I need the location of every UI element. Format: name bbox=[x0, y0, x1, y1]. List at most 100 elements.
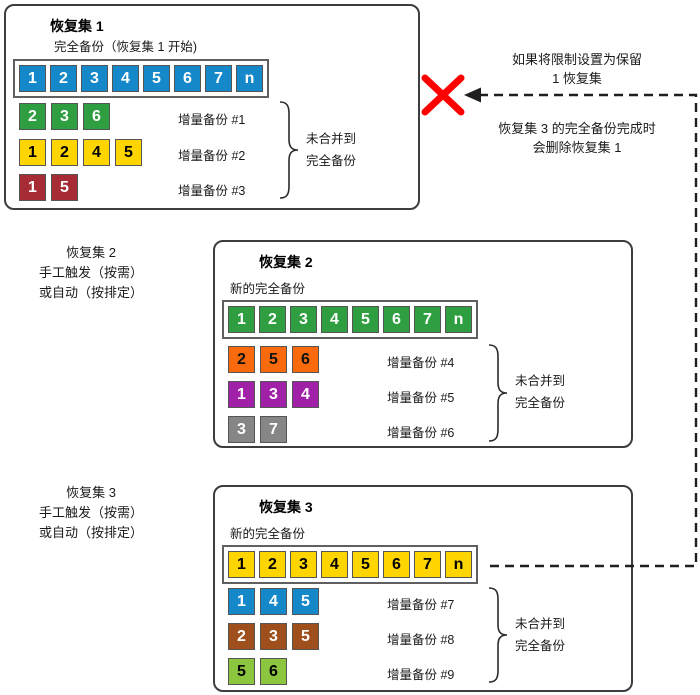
backup-block: 4 bbox=[260, 588, 287, 615]
incremental-row-7: 1 4 5 增量备份 #7 bbox=[228, 588, 621, 615]
incremental-blocks: 2 3 6 bbox=[19, 103, 110, 130]
incremental-row-3: 1 5 增量备份 #3 bbox=[19, 174, 408, 201]
deletion-note-line-1: 恢复集 3 的完全备份完成时 bbox=[498, 121, 656, 136]
retention-limit-line-2: 1 恢复集 bbox=[552, 71, 602, 86]
side-label-line: 手工触发（按需） bbox=[38, 265, 143, 280]
incremental-row-5: 1 3 4 增量备份 #5 bbox=[228, 381, 621, 408]
full-backup-row: 1 2 3 4 5 6 7 n bbox=[13, 59, 269, 98]
backup-block: 5 bbox=[143, 65, 170, 92]
backup-block: 1 bbox=[228, 306, 255, 333]
recovery-set-3-box: 恢复集 3 新的完全备份 1 2 3 4 5 6 7 n 1 4 5 增量备份 … bbox=[213, 485, 633, 692]
recovery-set-1-title: 恢复集 1 bbox=[50, 18, 104, 34]
recovery-set-2-title: 恢复集 2 bbox=[259, 254, 313, 270]
retention-limit-note: 如果将限制设置为保留 1 恢复集 bbox=[468, 50, 686, 88]
recovery-set-3-title: 恢复集 3 bbox=[259, 499, 313, 515]
incremental-row-6: 3 7 增量备份 #6 bbox=[228, 416, 621, 443]
recovery-set-2-box: 恢复集 2 新的完全备份 1 2 3 4 5 6 7 n 2 5 6 增量备份 … bbox=[213, 240, 633, 448]
backup-block: 7 bbox=[414, 306, 441, 333]
backup-block: 3 bbox=[290, 306, 317, 333]
backup-block: 4 bbox=[292, 381, 319, 408]
red-x-icon bbox=[421, 74, 465, 116]
incremental-blocks: 1 2 4 5 bbox=[19, 139, 142, 166]
incremental-row-1: 2 3 6 增量备份 #1 bbox=[19, 103, 408, 130]
full-backup-row: 1 2 3 4 5 6 7 n bbox=[222, 545, 478, 584]
backup-block: 1 bbox=[228, 588, 255, 615]
backup-block: 1 bbox=[19, 174, 46, 201]
backup-block: 1 bbox=[19, 65, 46, 92]
backup-block: 5 bbox=[228, 658, 255, 685]
backup-block: 2 bbox=[259, 551, 286, 578]
incremental-label: 增量备份 #8 bbox=[387, 633, 455, 647]
backup-block: n bbox=[445, 306, 472, 333]
side-label-title: 恢复集 3 bbox=[66, 485, 116, 500]
incremental-blocks: 2 5 6 bbox=[228, 346, 319, 373]
recovery-set-3-subtitle: 新的完全备份 bbox=[230, 527, 306, 541]
backup-block: 7 bbox=[205, 65, 232, 92]
incremental-blocks: 3 7 bbox=[228, 416, 287, 443]
brace-icon bbox=[279, 101, 299, 199]
backup-block: 6 bbox=[383, 551, 410, 578]
incremental-label: 增量备份 #9 bbox=[387, 668, 455, 682]
incremental-row-4: 2 5 6 增量备份 #4 bbox=[228, 346, 621, 373]
deletion-note: 恢复集 3 的完全备份完成时 会删除恢复集 1 bbox=[452, 119, 700, 157]
backup-block: 5 bbox=[115, 139, 142, 166]
backup-block: 4 bbox=[321, 306, 348, 333]
side-label-line: 或自动（按排定） bbox=[38, 285, 143, 300]
side-label-line: 或自动（按排定） bbox=[38, 525, 143, 540]
not-merged-label: 未合并到 完全备份 bbox=[515, 370, 565, 414]
incremental-label: 增量备份 #6 bbox=[387, 426, 455, 440]
brace-icon bbox=[488, 587, 508, 683]
backup-block: 1 bbox=[228, 551, 255, 578]
backup-block: 6 bbox=[292, 346, 319, 373]
backup-block: 5 bbox=[260, 346, 287, 373]
incremental-label: 增量备份 #3 bbox=[178, 184, 246, 198]
backup-block: 6 bbox=[260, 658, 287, 685]
backup-block: 2 bbox=[19, 103, 46, 130]
recovery-set-1-subtitle: 完全备份（恢复集 1 开始) bbox=[54, 40, 198, 54]
full-backup-row: 1 2 3 4 5 6 7 n bbox=[222, 300, 478, 339]
backup-block: 6 bbox=[174, 65, 201, 92]
backup-block: 4 bbox=[112, 65, 139, 92]
incremental-blocks: 2 3 5 bbox=[228, 623, 319, 650]
incremental-row-9: 5 6 增量备份 #9 bbox=[228, 658, 621, 685]
side-label-title: 恢复集 2 bbox=[66, 245, 116, 260]
backup-block: 3 bbox=[290, 551, 317, 578]
incremental-label: 增量备份 #4 bbox=[387, 356, 455, 370]
deletion-note-line-2: 会删除恢复集 1 bbox=[532, 140, 622, 155]
incremental-label: 增量备份 #5 bbox=[387, 391, 455, 405]
backup-block: 5 bbox=[51, 174, 78, 201]
backup-block: 6 bbox=[383, 306, 410, 333]
backup-block: 3 bbox=[228, 416, 255, 443]
incremental-row-8: 2 3 5 增量备份 #8 bbox=[228, 623, 621, 650]
backup-block: 3 bbox=[51, 103, 78, 130]
backup-block: 2 bbox=[259, 306, 286, 333]
backup-block: n bbox=[445, 551, 472, 578]
backup-block: 7 bbox=[260, 416, 287, 443]
backup-block: 1 bbox=[19, 139, 46, 166]
recovery-set-3-side-label: 恢复集 3 手工触发（按需） 或自动（按排定） bbox=[24, 483, 158, 543]
incremental-label: 增量备份 #7 bbox=[387, 598, 455, 612]
not-merged-line-1: 未合并到 bbox=[306, 132, 357, 146]
side-label-line: 手工触发（按需） bbox=[38, 505, 143, 520]
incremental-blocks: 5 6 bbox=[228, 658, 287, 685]
incremental-row-2: 1 2 4 5 增量备份 #2 bbox=[19, 139, 408, 166]
not-merged-line-2: 完全备份 bbox=[515, 639, 566, 653]
not-merged-line-1: 未合并到 bbox=[515, 374, 566, 388]
recovery-set-1-box: 恢复集 1 完全备份（恢复集 1 开始) 1 2 3 4 5 6 7 n 2 3… bbox=[4, 4, 420, 210]
backup-block: 3 bbox=[81, 65, 108, 92]
brace-icon bbox=[488, 344, 508, 442]
backup-block: 3 bbox=[260, 381, 287, 408]
backup-block: n bbox=[236, 65, 263, 92]
backup-block: 7 bbox=[414, 551, 441, 578]
backup-block: 5 bbox=[352, 551, 379, 578]
retention-limit-line-1: 如果将限制设置为保留 bbox=[511, 52, 642, 67]
backup-block: 2 bbox=[50, 65, 77, 92]
incremental-label: 增量备份 #2 bbox=[178, 149, 246, 163]
recovery-set-2-side-label: 恢复集 2 手工触发（按需） 或自动（按排定） bbox=[24, 243, 158, 303]
incremental-label: 增量备份 #1 bbox=[178, 113, 246, 127]
backup-block: 2 bbox=[228, 623, 255, 650]
backup-block: 5 bbox=[292, 623, 319, 650]
backup-block: 2 bbox=[51, 139, 78, 166]
not-merged-line-1: 未合并到 bbox=[515, 617, 566, 631]
